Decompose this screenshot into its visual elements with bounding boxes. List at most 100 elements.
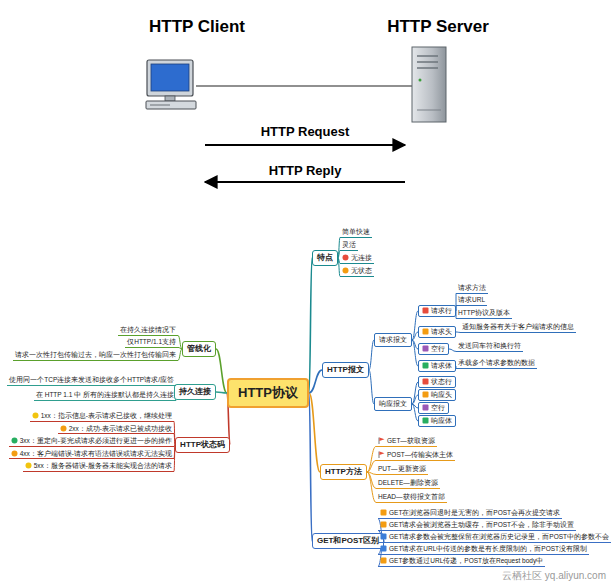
network-line (196, 85, 412, 86)
leaf-topic: GET参数通过URL传递，POST放在Request body中 (378, 557, 545, 567)
branch-topic: HTTP状态码 (175, 437, 230, 453)
topic-text: 无状态 (351, 267, 372, 275)
topic-text: 响应头 (431, 391, 452, 399)
client-heading: HTTP Client (149, 17, 245, 37)
sub-topic: 请求报文 (374, 333, 412, 347)
topic-text: 仅HTTP/1.1支持 (127, 338, 176, 346)
topic-icon (11, 450, 18, 457)
topic-text: 请求报文 (379, 336, 407, 344)
leaf-topic: GET请求在URL中传送的参数是有长度限制的，而POST没有限制 (378, 545, 589, 555)
topic-text: 使用同一个TCP连接来发送和接收多个HTTP请求/应答 (9, 376, 174, 384)
topic-text: 1xx：指示信息-表示请求已接收，继续处理 (41, 412, 172, 420)
leaf-topic: 3xx：重定向-要完成请求必须进行更进一步的操作 (9, 437, 174, 447)
topic-text: GET请求参数会被完整保留在浏览器历史记录里，而POST中的参数不会 (389, 533, 609, 541)
branch-line (367, 460, 376, 472)
topic-icon (422, 378, 429, 385)
topic-icon (380, 521, 387, 528)
topic-text: 3xx：重定向-要完成请求必须进行更进一步的操作 (20, 437, 172, 445)
topic-text: POST—传输实体主体 (387, 451, 453, 459)
branch-line (449, 349, 456, 351)
topic-icon (342, 267, 349, 274)
leaf-topic: 使用同一个TCP连接来发送和接收多个HTTP请求/应答 (7, 376, 176, 386)
topic-icon (422, 417, 429, 424)
topic-text: HEAD—获得报文首部 (378, 493, 445, 501)
server-heading: HTTP Server (387, 17, 489, 37)
server-icon (412, 47, 446, 122)
topic-text: 持久连接 (179, 387, 211, 397)
topic-icon (11, 437, 18, 444)
topic-icon (380, 509, 387, 516)
watermark: 云栖社区 yq.aliyun.com (502, 569, 606, 583)
request-arrow (205, 144, 405, 146)
topic-text: 请求头 (431, 328, 452, 336)
icon-topic: 响应头 (418, 389, 456, 401)
topic-text: HTTP协议及版本 (458, 309, 510, 317)
topic-icon (422, 307, 429, 314)
icon-topic: 状态行 (418, 376, 456, 388)
leaf-topic: GET请求会被浏览器主动缓存，而POST不会，除非手动设置 (378, 521, 576, 531)
leaf-topic: GET在浏览器回退时是无害的，而POST会再次提交请求 (378, 509, 562, 519)
topic-text: 空行 (431, 404, 445, 412)
branch-line (367, 472, 376, 502)
topic-text: 2xx：成功-表示请求已被成功接收 (69, 425, 172, 433)
topic-text: 4xx：客户端错误-请求有语法错误或请求无法实现 (20, 450, 172, 458)
topic-text: 响应报文 (379, 400, 407, 408)
topic-text: 请求一次性打包传输过去，响应一次性打包传输回来 (15, 351, 176, 359)
topic-icon (60, 425, 67, 432)
leaf-topic: 无连接 (340, 254, 374, 264)
topic-text: GET—获取资源 (387, 437, 435, 445)
leaf-topic: GET—获取资源 (376, 437, 437, 447)
topic-icon (25, 462, 32, 469)
topic-text: 请求URL (458, 296, 485, 304)
leaf-topic: GET请求参数会被完整保留在浏览器历史记录里，而POST中的参数不会 (378, 533, 611, 543)
leaf-topic: 4xx：客户端错误-请求有语法错误或请求无法实现 (9, 450, 174, 460)
leaf-topic: 5xx：服务器错误-服务器未能实现合法的请求 (23, 462, 174, 472)
leaf-topic: POST—传输实体主体 (376, 451, 455, 461)
branch-topic: HTTP报文 (322, 362, 369, 378)
leaf-topic: HEAD—获得报文首部 (376, 493, 447, 503)
leaf-topic: 通知服务器有关于客户端请求的信息 (460, 323, 576, 333)
leaf-topic: 简单快速 (340, 228, 372, 238)
topic-icon (422, 391, 429, 398)
branch-topic: 管线化 (182, 341, 216, 357)
topic-text: 灵活 (342, 241, 356, 249)
branch-topic: 特点 (312, 250, 338, 266)
topic-text: 在 HTTP 1.1 中 所有的连接默认都是持久连接 (36, 391, 174, 399)
branch-line (367, 446, 376, 472)
topic-text: 通知服务器有关于客户端请求的信息 (462, 323, 574, 331)
icon-topic: 请求行 (418, 305, 456, 317)
leaf-topic: 2xx：成功-表示请求已被成功接收 (58, 425, 174, 435)
topic-text: 管线化 (187, 344, 211, 354)
topic-text: GET请求在URL中传送的参数是有长度限制的，而POST没有限制 (389, 545, 587, 553)
branch-line (309, 258, 312, 393)
sub-topic: 响应报文 (374, 397, 412, 411)
topic-text: 请求行 (431, 307, 452, 315)
branch-topic: HTTP方法 (320, 464, 367, 480)
topic-text: HTTP协议 (238, 385, 298, 401)
topic-text: HTTP方法 (325, 467, 362, 477)
topic-text: PUT—更新资源 (378, 465, 426, 473)
topic-text: 无连接 (351, 254, 372, 262)
topic-icon (422, 328, 429, 335)
branch-topic: 持久连接 (174, 384, 216, 400)
leaf-topic: 请求方法 (456, 284, 488, 294)
topic-icon (422, 362, 429, 369)
icon-topic: 响应体 (418, 415, 456, 427)
topic-text: 在持久连接情况下 (120, 326, 176, 334)
topic-icon (342, 254, 349, 261)
branch-line (309, 370, 322, 393)
topic-text: 空行 (431, 345, 445, 353)
arrow-label: HTTP Reply (269, 163, 342, 178)
topic-text: HTTP状态码 (180, 440, 225, 450)
topic-text: 5xx：服务器错误-服务器未能实现合法的请求 (34, 462, 172, 470)
branch-topic: GET和POST区别 (312, 533, 384, 549)
topic-text: GET在浏览器回退时是无害的，而POST会再次提交请求 (389, 509, 560, 517)
topic-icon (380, 545, 387, 552)
reply-arrow (205, 181, 405, 183)
leaf-topic: 无状态 (340, 267, 374, 277)
topic-text: HTTP报文 (327, 365, 364, 375)
topic-text: 状态行 (431, 378, 452, 386)
topic-icon (32, 412, 39, 419)
leaf-topic: 仅HTTP/1.1支持 (125, 338, 178, 348)
